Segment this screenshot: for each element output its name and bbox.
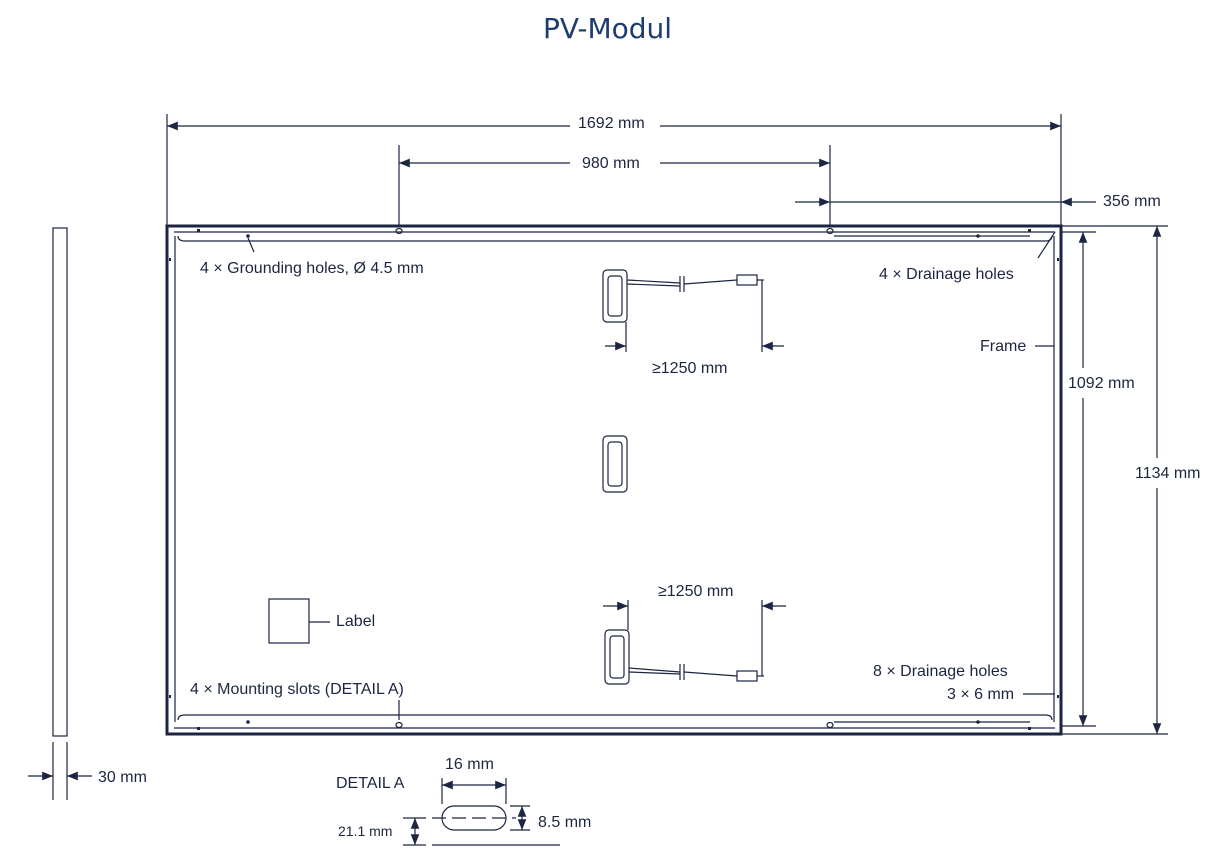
junction-box-top: [602, 269, 784, 352]
cable-top-label: ≥1250 mm: [652, 360, 727, 377]
drainage-bottom-label: 8 × Drainage holes: [873, 663, 1008, 680]
diagram-title: PV-Modul: [542, 12, 673, 45]
detail-a-slot: [403, 778, 560, 846]
thickness-dimension: 30 mm: [98, 769, 147, 786]
inner-height-dimension: [1061, 231, 1096, 727]
junction-box-middle: [602, 435, 628, 493]
module-frame: [165, 224, 1063, 736]
label-box: [268, 598, 330, 644]
grounding-holes: [246, 234, 980, 724]
drainage-top-leader: [1037, 231, 1056, 259]
detail-a-offset: 21.1 mm: [338, 823, 392, 839]
total-height-label: 1134 mm: [1135, 465, 1201, 482]
junction-box-bottom: [603, 600, 786, 685]
hole-offset-label: 356 mm: [1103, 193, 1161, 210]
grounding-holes-label: 4 × Grounding holes, Ø 4.5 mm: [200, 260, 424, 277]
detail-a-length: 16 mm: [445, 756, 494, 773]
hole-spacing-dimension: [398, 145, 831, 226]
width-label: 1692 mm: [578, 115, 645, 132]
drainage-holes: [169, 229, 1059, 730]
drainage-top-label: 4 × Drainage holes: [879, 266, 1014, 283]
side-profile: [28, 227, 92, 800]
frame-label: Frame: [980, 338, 1026, 355]
inner-height-label: 1092 mm: [1068, 375, 1135, 392]
hole-spacing-label: 980 mm: [582, 155, 640, 172]
detail-a-width: 8.5 mm: [538, 814, 591, 831]
width-dimension: [166, 114, 1062, 226]
grounding-leader: [247, 237, 255, 253]
total-height-dimension: [1061, 225, 1168, 735]
cable-bottom-label: ≥1250 mm: [658, 583, 733, 600]
mounting-holes: [395, 227, 1030, 729]
label-callout: Label: [336, 613, 375, 630]
drainage-bottom-size: 3 × 6 mm: [947, 686, 1014, 703]
mounting-slots-label: 4 × Mounting slots (DETAIL A): [190, 681, 404, 698]
detail-a-title: DETAIL A: [336, 775, 405, 792]
